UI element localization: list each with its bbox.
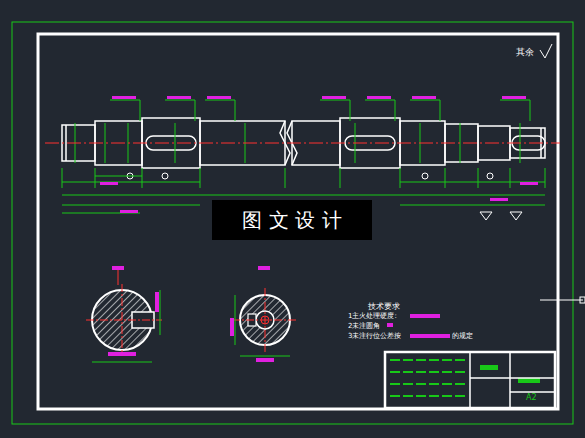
note-field (410, 334, 450, 338)
roughness-note: 其余 (516, 48, 534, 58)
watermark-box: 图 文 设 计 (212, 200, 372, 240)
frame-border (38, 34, 558, 409)
sheet-border (12, 22, 573, 424)
note-field (387, 323, 393, 327)
roughness-symbol (540, 44, 552, 58)
note-field (410, 314, 440, 318)
edge-mark (580, 297, 585, 303)
note-line: 1主火处理硬度: (348, 313, 397, 321)
note-line: 2未注圆角 (348, 323, 380, 331)
sheet-size: A2 (526, 394, 537, 403)
center-line (45, 143, 560, 144)
title-block (385, 352, 555, 408)
section-view (86, 266, 162, 362)
note-line: 3未注行位公差按 (348, 333, 401, 341)
section-view (230, 266, 298, 362)
roughness-symbol (480, 212, 492, 220)
watermark-text: 图 文 设 计 (242, 207, 341, 234)
roughness-symbol (510, 212, 522, 220)
edge-mark (540, 300, 583, 301)
note-line: 的规定 (452, 333, 473, 341)
shaft-outline (62, 118, 545, 179)
notes-heading: 技术要求 (368, 303, 400, 312)
